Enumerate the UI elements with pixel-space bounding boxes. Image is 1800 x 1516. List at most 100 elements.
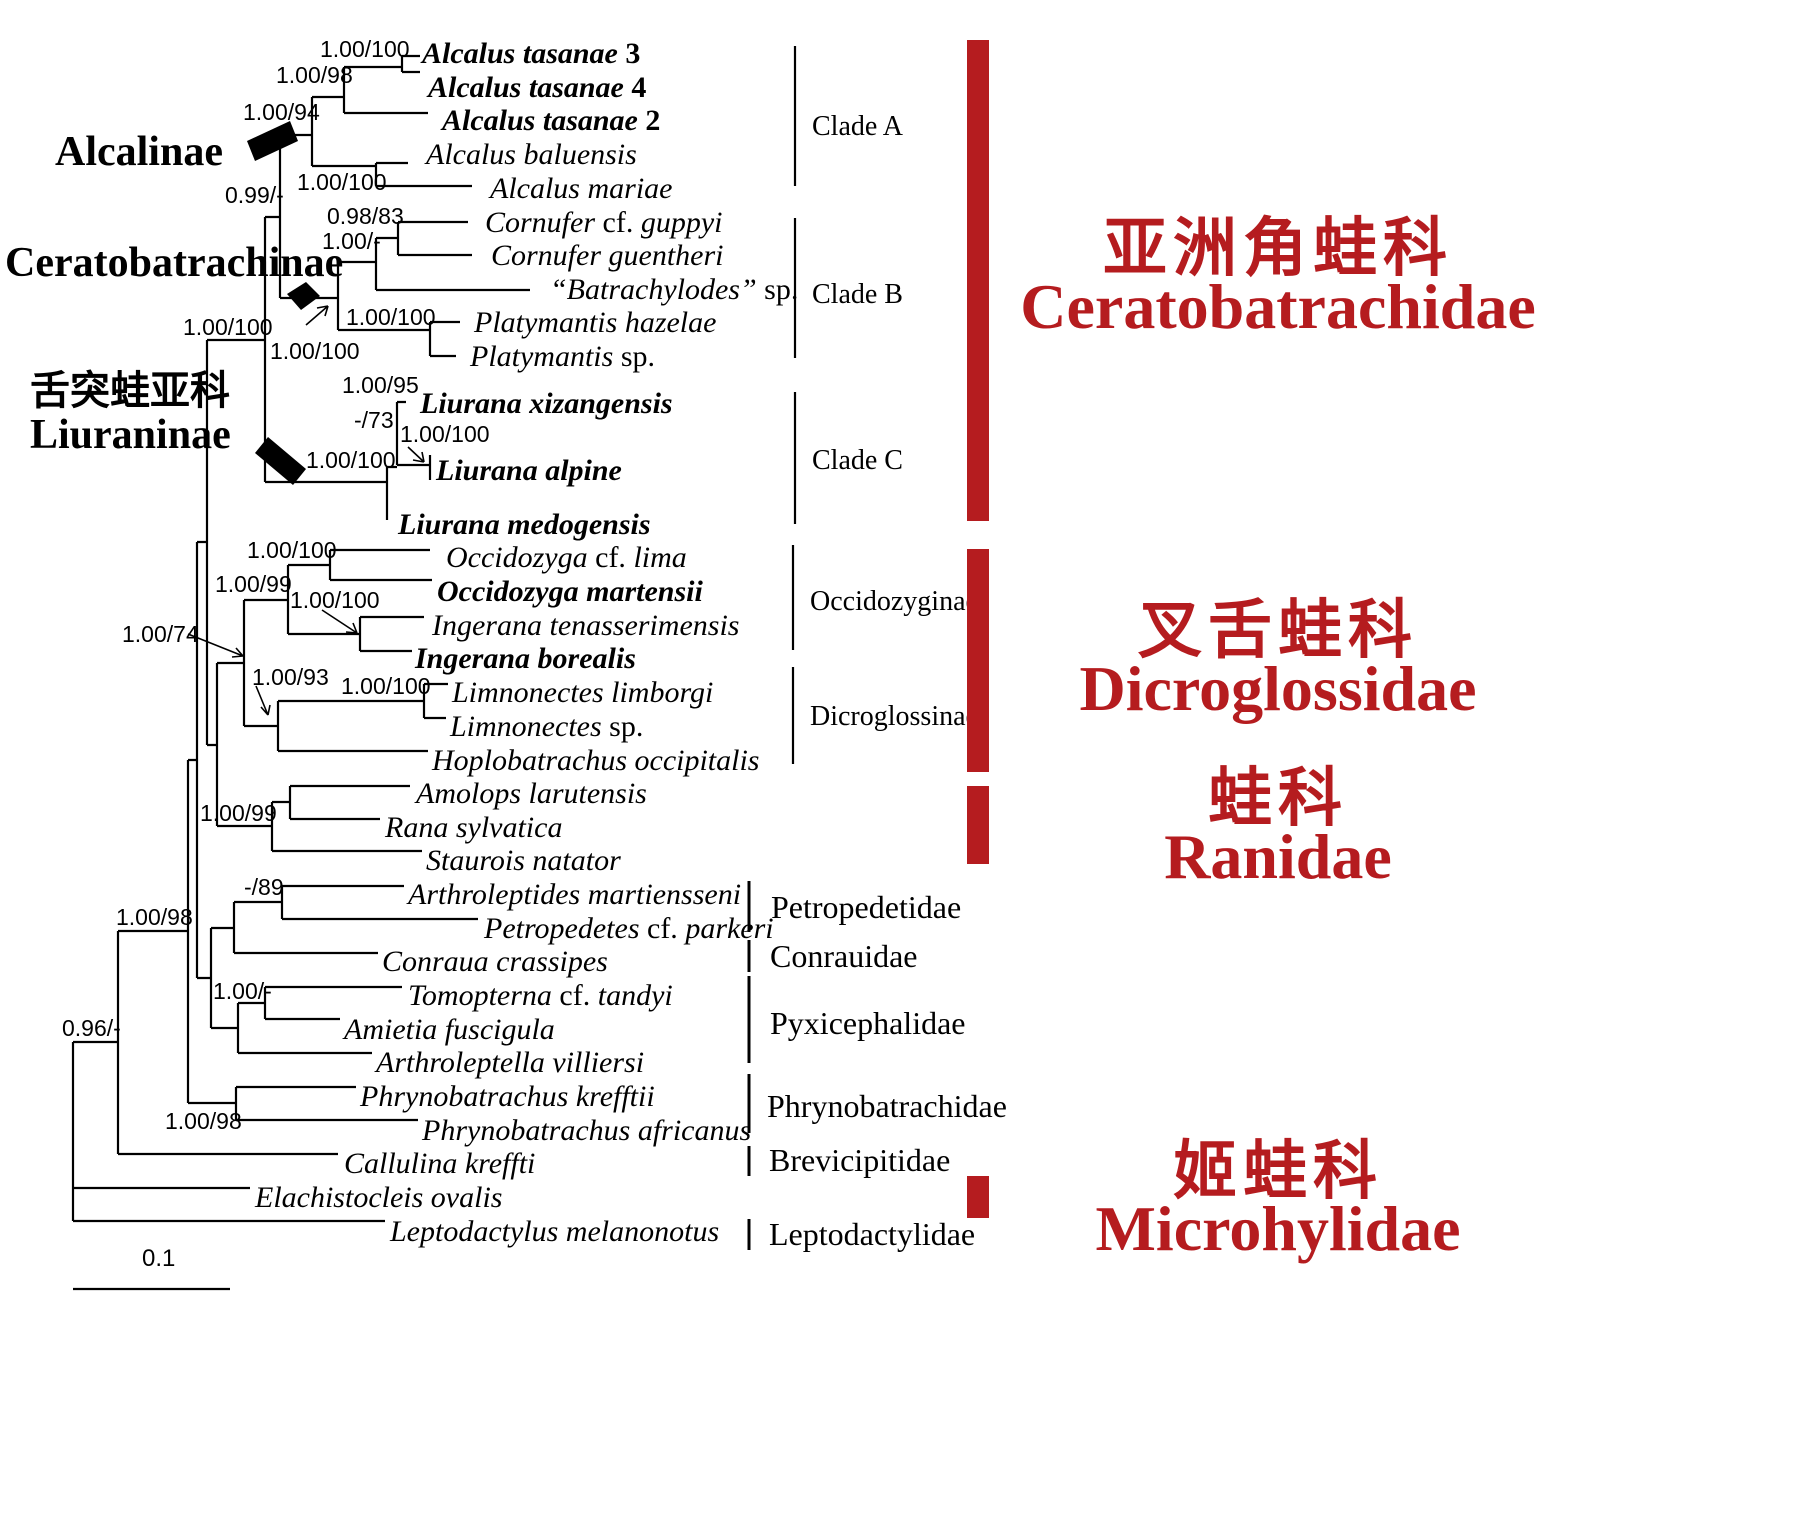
family-ranidae: Ranidae [1164, 821, 1392, 892]
taxon-leptodactylus-melanonotus: Leptodactylus melanonotus [389, 1215, 719, 1248]
scale-bar-label: 0.1 [142, 1245, 175, 1272]
support-value: 1.00/74 [122, 621, 199, 647]
support-value: 1.00/98 [276, 62, 353, 88]
taxon-amolops-larutensis: Amolops larutensis [414, 777, 647, 810]
subfamily-ceratobatrachinae: Ceratobatrachinae [5, 240, 343, 286]
support-value: 1.00/98 [116, 904, 193, 930]
dicroglossinae-label: Dicroglossinae [810, 701, 978, 732]
support-value: 1.00/95 [342, 372, 419, 398]
clade-c-label: Clade C [812, 445, 903, 476]
phrynobatrachidae-label: Phrynobatrachidae [767, 1088, 1007, 1124]
support-value: 1.00/99 [200, 800, 277, 826]
ceratobatrachinae-node-marker [287, 282, 320, 310]
taxon-alcalus-tasanae-4: Alcalus tasanae 4 [426, 71, 646, 104]
taxon-amietia-fuscigula: Amietia fuscigula [342, 1013, 555, 1046]
taxon-tomopterna-tandyi: Tomopterna cf. tandyi [408, 979, 673, 1012]
taxon-callulina-kreffti: Callulina kreffti [344, 1147, 535, 1180]
ranidae-bar [967, 786, 989, 864]
tree-branches [71, 54, 530, 1223]
support-value: 1.00/100 [290, 587, 380, 613]
support-value: 1.00/100 [320, 36, 410, 62]
taxon-liurana-xizangensis: Liurana xizangensis [419, 387, 673, 420]
support-value: 1.00/100 [346, 304, 436, 330]
group-brackets: Clade A Clade B Clade C Occidozyginae Di… [747, 46, 1007, 1252]
taxon-cornufer-guppyi: Cornufer cf. guppyi [485, 206, 722, 239]
family-ceratobatrachidae: Ceratobatrachidae [1020, 271, 1535, 342]
taxon-ingerana-borealis: Ingerana borealis [414, 642, 636, 675]
taxon-arthroleptides-martiensseni: Arthroleptides martiensseni [406, 878, 741, 911]
petropedetidae-label: Petropedetidae [771, 889, 961, 925]
subfamily-markers [247, 121, 320, 485]
support-value: 1.00/100 [297, 169, 387, 195]
family-dicroglossidae-zh: 叉舌蛙科 [1138, 594, 1418, 668]
taxon-petropedetes-parkeri: Petropedetes cf. parkeri [483, 912, 774, 945]
taxon-alcalus-mariae: Alcalus mariae [488, 172, 672, 205]
support-value: 1.00/94 [243, 99, 320, 125]
leptodactylidae-label: Leptodactylidae [769, 1216, 975, 1252]
support-value: 1.00/100 [306, 447, 396, 473]
taxon-ingerana-tenasserimensis: Ingerana tenasserimensis [431, 609, 739, 642]
scale-bar: 0.1 [73, 1245, 230, 1291]
taxon-alcalus-baluensis: Alcalus baluensis [424, 138, 637, 171]
microhylidae-bar [967, 1176, 989, 1218]
taxon-cornufer-guentheri: Cornufer guentheri [491, 239, 724, 272]
family-ceratobatrachidae-zh: 亚洲角蛙科 [1103, 212, 1453, 286]
conrauidae-label: Conrauidae [770, 938, 918, 974]
subfamily-labels: Alcalinae Ceratobatrachinae 舌突蛙亚科 Liuran… [5, 129, 343, 458]
family-microhylidae-zh: 姬蛙科 [1173, 1135, 1383, 1209]
family-ranidae-zh: 蛙科 [1208, 762, 1348, 836]
support-value: 1.00/93 [252, 664, 329, 690]
support-value: 1.00/- [322, 228, 381, 254]
taxon-platymantis-hazelae: Platymantis hazelae [473, 306, 716, 339]
pyxicephalidae-label: Pyxicephalidae [770, 1005, 965, 1041]
ceratobatrachidae-bar [967, 40, 989, 521]
liuraninae-node-marker [255, 437, 306, 485]
support-values: 1.00/100 1.00/98 1.00/94 1.00/100 0.99/-… [62, 36, 490, 1134]
support-value: 0.96/- [62, 1015, 121, 1041]
subfamily-alcalinae: Alcalinae [55, 129, 223, 175]
family-bars [967, 40, 989, 1218]
family-dicroglossidae: Dicroglossidae [1079, 653, 1476, 724]
support-value: 1.00/100 [270, 338, 360, 364]
support-value: 1.00/99 [215, 571, 292, 597]
taxon-hoplobatrachus-occipitalis: Hoplobatrachus occipitalis [431, 744, 759, 777]
occidozyginae-label: Occidozyginae [810, 586, 978, 617]
support-value: 1.00/100 [183, 314, 273, 340]
taxon-limnonectes-limborgi: Limnonectes limborgi [451, 676, 713, 709]
taxon-staurois-natator: Staurois natator [426, 844, 621, 877]
family-microhylidae: Microhylidae [1096, 1193, 1461, 1264]
family-labels: 亚洲角蛙科 Ceratobatrachidae 叉舌蛙科 Dicroglossi… [1020, 212, 1535, 1264]
support-value: 1.00/- [213, 978, 272, 1004]
support-value: -/73 [354, 407, 394, 433]
taxon-arthroleptella-villiersi: Arthroleptella villiersi [374, 1046, 644, 1079]
taxon-liurana-medogensis: Liurana medogensis [397, 508, 651, 541]
support-value: 0.98/83 [327, 203, 404, 229]
taxon-occidozyga-martensii: Occidozyga martensii [437, 575, 703, 608]
alcalinae-node-marker [247, 121, 298, 161]
taxon-phrynobatrachus-krefftii: Phrynobatrachus krefftii [359, 1080, 655, 1113]
support-value: 1.00/98 [165, 1108, 242, 1134]
support-value: 1.00/100 [247, 537, 337, 563]
taxon-phrynobatrachus-africanus: Phrynobatrachus africanus [421, 1114, 751, 1147]
support-value: -/89 [244, 874, 284, 900]
taxon-limnonectes-sp: Limnonectes sp. [449, 710, 643, 743]
taxon-batrachylodes-sp: “Batrachylodes” sp. [550, 273, 798, 306]
taxon-conraua-crassipes: Conraua crassipes [382, 945, 608, 978]
clade-a-label: Clade A [812, 111, 904, 142]
taxon-alcalus-tasanae-2: Alcalus tasanae 2 [440, 104, 660, 137]
subfamily-liuraninae-zh: 舌突蛙亚科 [30, 368, 230, 414]
dicroglossidae-bar [967, 549, 989, 772]
support-value: 1.00/100 [400, 421, 490, 447]
taxon-platymantis-sp: Platymantis sp. [469, 340, 655, 373]
taxon-liurana-alpine: Liurana alpine [435, 454, 622, 487]
taxon-labels: Alcalus tasanae 3 Alcalus tasanae 4 Alca… [254, 37, 798, 1248]
taxon-occidozyga-lima: Occidozyga cf. lima [446, 541, 687, 574]
taxon-alcalus-tasanae-3: Alcalus tasanae 3 [420, 37, 640, 70]
support-arrows [187, 305, 425, 716]
brevicipitidae-label: Brevicipitidae [769, 1142, 950, 1178]
taxon-rana-sylvatica: Rana sylvatica [384, 811, 562, 844]
support-value: 1.00/100 [341, 673, 431, 699]
taxon-elachistocleis-ovalis: Elachistocleis ovalis [254, 1181, 502, 1214]
